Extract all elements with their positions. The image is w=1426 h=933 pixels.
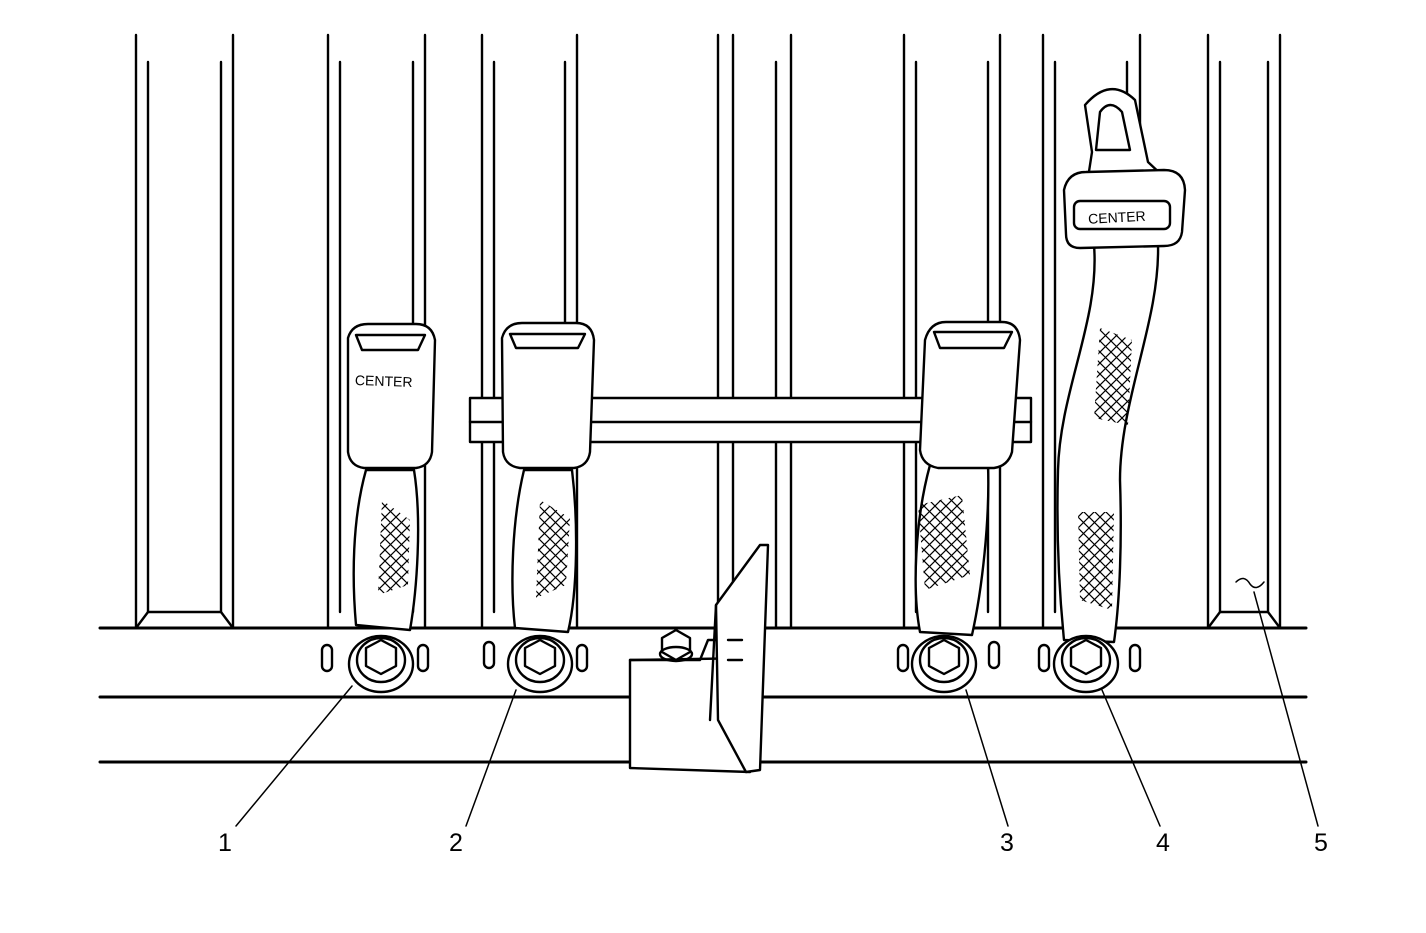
callout-labels: 1 2 3 4 5 bbox=[218, 829, 1328, 857]
callout-1: 1 bbox=[218, 829, 232, 857]
seat-belt-buckle-1: CENTER bbox=[346, 322, 437, 694]
leader-lines bbox=[235, 577, 1319, 827]
buckle-1-label: CENTER bbox=[355, 372, 413, 390]
callout-3: 3 bbox=[1000, 829, 1014, 857]
callout-5: 5 bbox=[1314, 829, 1328, 857]
callout-2: 2 bbox=[449, 829, 463, 857]
rail-slots bbox=[320, 640, 1142, 673]
seat-belt-buckle-3 bbox=[910, 320, 1022, 694]
seat-belt-latch-4: CENTER bbox=[1052, 87, 1187, 694]
buckle-4-label: CENTER bbox=[1088, 208, 1146, 227]
callout-4: 4 bbox=[1156, 829, 1170, 857]
center-anchor-bracket bbox=[628, 543, 770, 774]
seat-belt-buckle-2 bbox=[500, 321, 596, 694]
